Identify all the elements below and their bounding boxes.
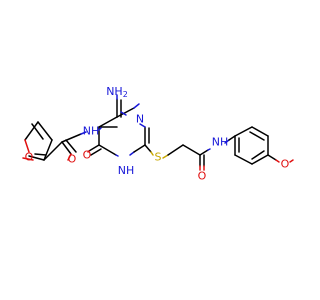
- amino-nh-text: NH: [106, 85, 123, 98]
- amide-nh-to-ring: [98, 127, 102, 131]
- thioacetamide-chain: [144, 144, 211, 171]
- amino-subscript: 2: [123, 90, 128, 99]
- anilide-nh-label: NH: [212, 136, 229, 149]
- acetamide-oxygen-label: O: [198, 170, 207, 183]
- methoxy-oxygen-label: O: [281, 158, 290, 171]
- ring-nitrogen-label: N: [136, 113, 144, 126]
- furan-carboxamide-linker: [43, 131, 87, 161]
- atom-labels: O O NH NH2 N NH O S O NH O: [25, 85, 290, 183]
- ring-oxygen-label: O: [83, 149, 92, 162]
- furan-oxygen-label: O: [25, 151, 34, 164]
- molecule-canvas: O O NH NH2 N NH O S O NH O: [22, 85, 294, 183]
- ring-nh-label: NH: [118, 164, 135, 177]
- amide-oxygen-label: O: [68, 153, 77, 166]
- pyrimidine-ring: [87, 94, 150, 157]
- amino-nh-label: NH2: [106, 85, 128, 99]
- furan-ring: [22, 121, 53, 161]
- methoxyphenyl-ring: [224, 126, 294, 165]
- sulfur-label: S: [155, 151, 162, 164]
- ring-nh-text: NH: [118, 164, 135, 177]
- amide-nh-label: NH: [83, 125, 100, 138]
- chemical-structure-diagram: O O NH NH2 N NH O S O NH O: [22, 85, 294, 183]
